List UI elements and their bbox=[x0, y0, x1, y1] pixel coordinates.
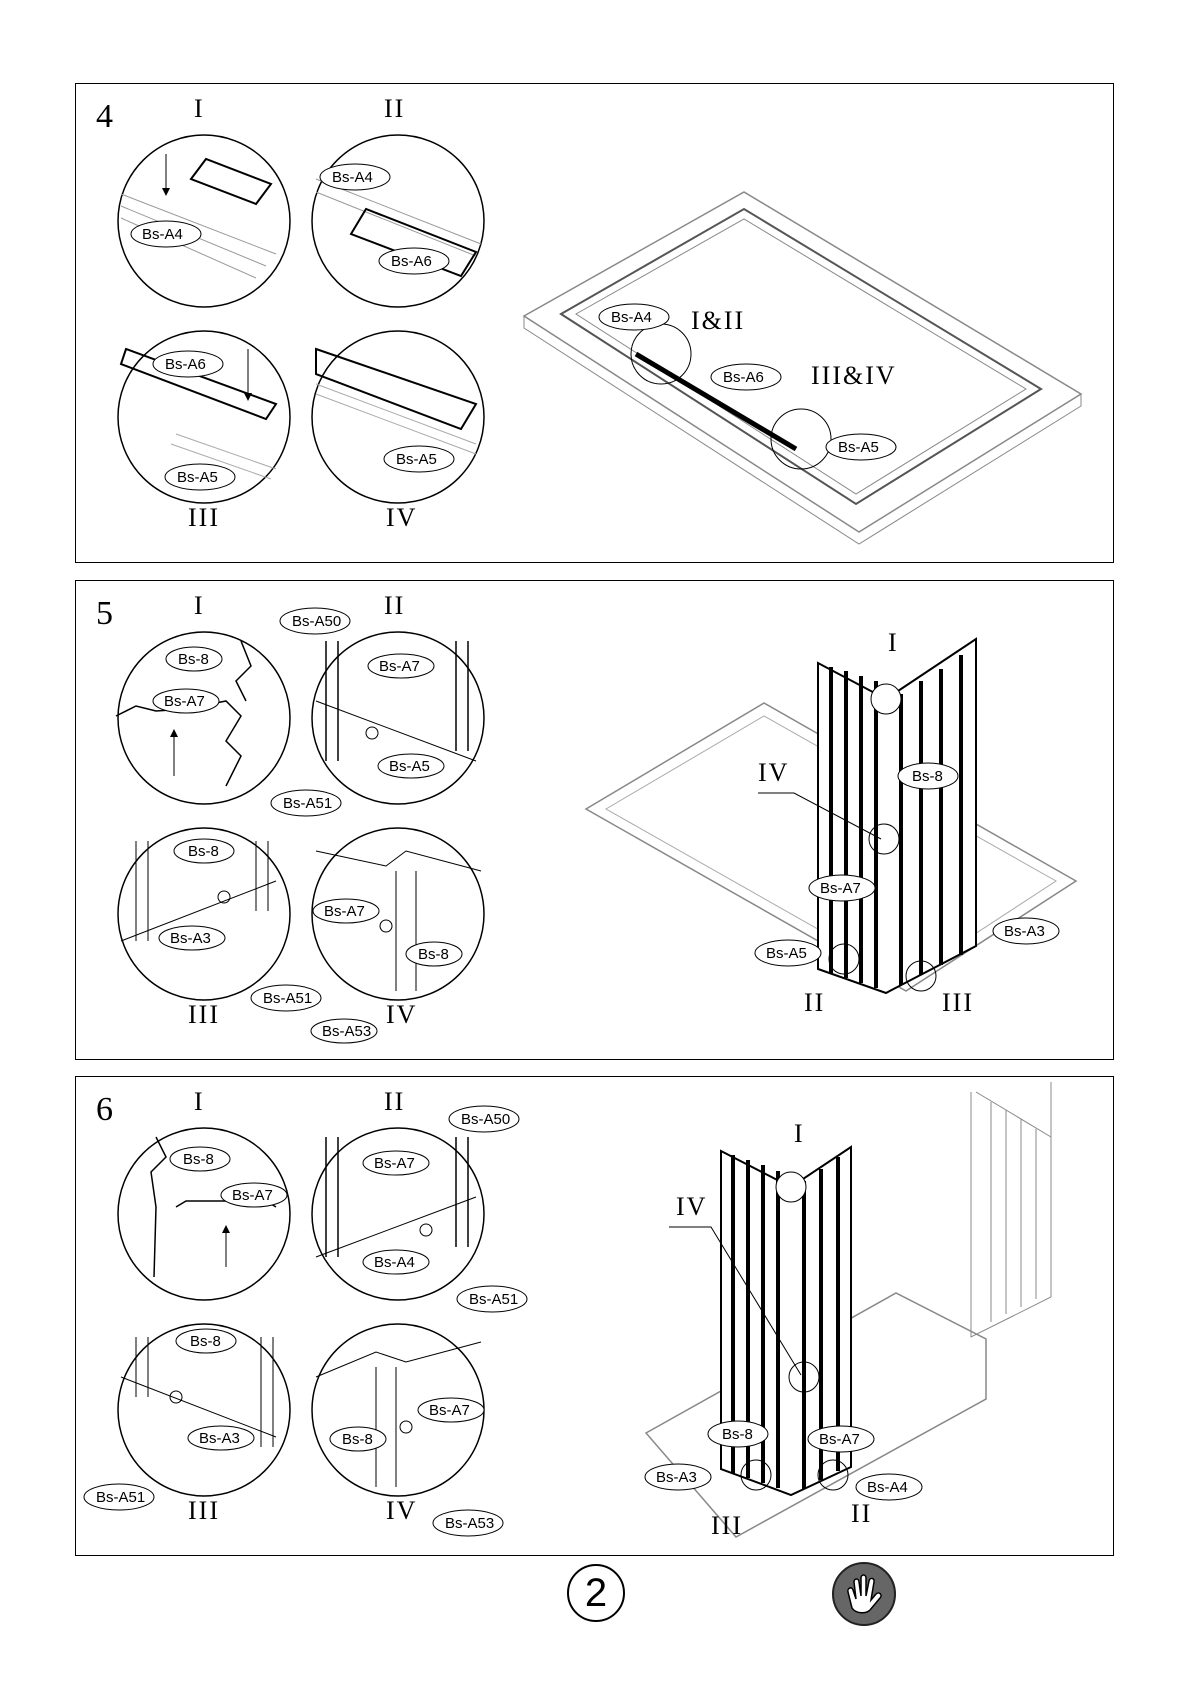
callout: I bbox=[794, 1119, 805, 1148]
part-tag: Bs-8 bbox=[722, 1426, 753, 1443]
callout: I bbox=[888, 628, 899, 657]
part-tag: Bs-A4 bbox=[611, 309, 652, 326]
detail-circle: I Bs-8 Bs-A7 bbox=[115, 591, 291, 805]
part-tag: Bs-A4 bbox=[332, 169, 373, 186]
part-tag: Bs-A7 bbox=[324, 903, 365, 920]
callout: IV bbox=[676, 1192, 707, 1221]
part-tag: Bs-A4 bbox=[374, 1254, 415, 1271]
part-tag: Bs-A7 bbox=[819, 1431, 860, 1448]
part-tag: Bs-A3 bbox=[1004, 923, 1045, 940]
detail-roman: II bbox=[384, 1087, 405, 1116]
detail-circle: IV Bs-A7 Bs-8 Bs-A53 bbox=[310, 827, 485, 1044]
detail-circle: II Bs-A50 Bs-A7 Bs-A5 Bs-A51 bbox=[270, 591, 485, 817]
main-assembly: I IV II III Bs-8 Bs-A7 Bs-A5 Bs-A3 bbox=[584, 628, 1078, 1017]
detail-circle: I Bs-8 Bs-A7 bbox=[117, 1087, 291, 1301]
part-tag: Bs-A7 bbox=[164, 693, 205, 710]
part-tag: Bs-A53 bbox=[445, 1515, 494, 1532]
detail-circle: IV Bs-A7 Bs-8 Bs-A53 bbox=[311, 1323, 504, 1537]
part-tag: Bs-A5 bbox=[177, 469, 218, 486]
callout: IV bbox=[758, 758, 789, 787]
page-number: 2 bbox=[567, 1564, 625, 1622]
step-number: 6 bbox=[96, 1091, 113, 1128]
part-tag: Bs-A50 bbox=[461, 1111, 510, 1128]
detail-circle: IV Bs-A5 bbox=[311, 330, 485, 532]
part-tag: Bs-A51 bbox=[283, 795, 332, 812]
detail-circle: II Bs-A4 Bs-A6 bbox=[311, 94, 485, 308]
detail-roman: IV bbox=[386, 1000, 417, 1029]
part-tag: Bs-A7 bbox=[429, 1402, 470, 1419]
detail-roman: III bbox=[188, 503, 220, 532]
part-tag: Bs-A51 bbox=[96, 1489, 145, 1506]
part-tag: Bs-A7 bbox=[820, 880, 861, 897]
detail-circle: II Bs-A50 Bs-A7 Bs-A4 Bs-A51 bbox=[311, 1087, 528, 1313]
detail-roman: I bbox=[194, 94, 205, 123]
part-tag: Bs-A5 bbox=[389, 758, 430, 775]
part-tag: Bs-A51 bbox=[263, 990, 312, 1007]
part-tag: Bs-8 bbox=[912, 768, 943, 785]
gloves-icon bbox=[832, 1562, 896, 1626]
detail-circle: I Bs-A4 bbox=[117, 94, 291, 308]
detail-roman: I bbox=[194, 591, 205, 620]
detail-circle: III Bs-8 Bs-A3 Bs-A51 bbox=[83, 1323, 291, 1525]
callout: III bbox=[942, 988, 974, 1017]
part-tag: Bs-A5 bbox=[766, 945, 807, 962]
part-tag: Bs-8 bbox=[183, 1151, 214, 1168]
part-tag: Bs-A5 bbox=[396, 451, 437, 468]
part-tag: Bs-A6 bbox=[165, 356, 206, 373]
step-number: 4 bbox=[96, 98, 113, 135]
part-tag: Bs-8 bbox=[418, 946, 449, 963]
step-6-illustration: I Bs-8 Bs-A7 II Bs-A50 Bs-A7 Bs-A4 Bs-A5… bbox=[83, 1082, 1052, 1540]
step-4-illustration: I Bs-A4 II Bs-A4 Bs-A6 III Bs-A6 bbox=[117, 94, 1083, 545]
part-tag: Bs-A4 bbox=[867, 1479, 908, 1496]
step-number: 5 bbox=[96, 595, 113, 632]
part-tag: Bs-A4 bbox=[142, 226, 183, 243]
main-assembly: Bs-A4 Bs-A6 Bs-A5 I&II III&IV bbox=[522, 191, 1083, 545]
callout: I&II bbox=[691, 306, 745, 335]
detail-roman: III bbox=[188, 1496, 220, 1525]
part-tag: Bs-A53 bbox=[322, 1023, 371, 1040]
part-tag: Bs-8 bbox=[342, 1431, 373, 1448]
part-tag: Bs-8 bbox=[190, 1333, 221, 1350]
detail-roman: IV bbox=[386, 1496, 417, 1525]
part-tag: Bs-A6 bbox=[391, 253, 432, 270]
callout: II bbox=[804, 988, 825, 1017]
detail-roman: III bbox=[188, 1000, 220, 1029]
part-tag: Bs-8 bbox=[188, 843, 219, 860]
callout: III&IV bbox=[811, 361, 897, 390]
part-tag: Bs-A3 bbox=[170, 930, 211, 947]
step-4-panel: 4 I Bs-A4 II Bs-A4 Bs-A6 III bbox=[75, 83, 1114, 563]
detail-roman: II bbox=[384, 591, 405, 620]
part-tag: Bs-A5 bbox=[838, 439, 879, 456]
part-tag: Bs-A6 bbox=[723, 369, 764, 386]
step-5-illustration: I Bs-8 Bs-A7 II Bs-A50 Bs-A7 Bs-A5 Bs-A5… bbox=[115, 591, 1078, 1044]
part-tag: Bs-A7 bbox=[379, 658, 420, 675]
part-tag: Bs-A7 bbox=[232, 1187, 273, 1204]
part-tag: Bs-A7 bbox=[374, 1155, 415, 1172]
step-6-panel: 6 I Bs-8 Bs-A7 II Bs-A50 Bs-A7 Bs-A4 bbox=[75, 1076, 1114, 1556]
part-tag: Bs-A50 bbox=[292, 613, 341, 630]
part-tag: Bs-A51 bbox=[469, 1291, 518, 1308]
detail-circle: III Bs-8 Bs-A3 Bs-A51 bbox=[117, 827, 322, 1029]
detail-circle: III Bs-A6 Bs-A5 bbox=[117, 330, 291, 532]
part-tag: Bs-8 bbox=[178, 651, 209, 668]
callout: II bbox=[851, 1499, 872, 1528]
step-5-panel: 5 I Bs-8 Bs-A7 II Bs-A50 Bs-A7 Bs-A5 bbox=[75, 580, 1114, 1060]
part-tag: Bs-A3 bbox=[199, 1430, 240, 1447]
main-assembly: I IV III II Bs-8 Bs-A7 Bs-A3 Bs-A4 bbox=[644, 1082, 1052, 1540]
part-tag: Bs-A3 bbox=[656, 1469, 697, 1486]
detail-roman: II bbox=[384, 94, 405, 123]
detail-roman: IV bbox=[386, 503, 417, 532]
callout: III bbox=[711, 1511, 743, 1540]
detail-roman: I bbox=[194, 1087, 205, 1116]
